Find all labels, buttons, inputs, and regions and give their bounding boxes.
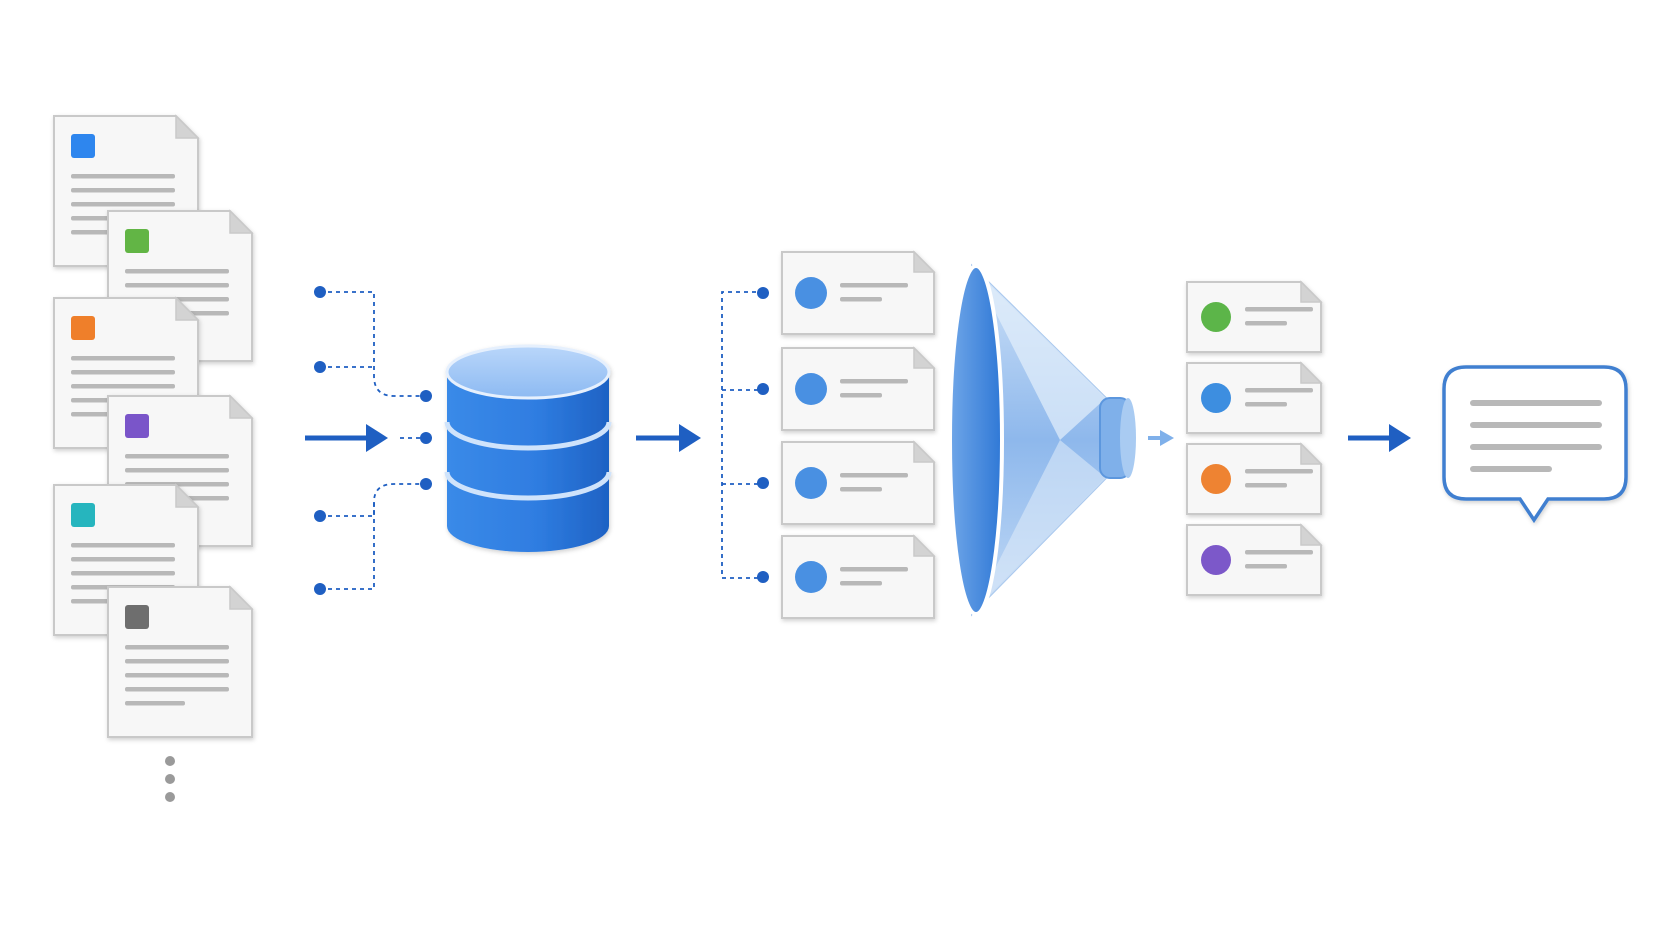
chunk-marker-icon [1201,464,1231,494]
ranked-chunks [1186,280,1323,596]
connector-dot [757,571,769,583]
ranked-chunk [1186,442,1323,515]
document-color-tag-icon [125,414,149,438]
document-color-tag-icon [71,503,95,527]
arrow-to-output-icon [1348,424,1411,452]
retrieval-connectors [721,291,764,579]
document-color-tag-icon [71,316,95,340]
chunk-marker-icon [1201,302,1231,332]
vertical-ellipsis-icon [165,756,175,802]
funnel-icon [948,263,1136,617]
chunk-marker-icon [795,373,827,405]
connector-dot [757,383,769,395]
connector-dot [757,477,769,489]
retrieved-chunk [781,250,936,335]
connector-dot [757,287,769,299]
ingest-connectors [320,291,424,590]
document-color-tag-icon [125,229,149,253]
ranked-chunk [1186,361,1323,434]
retrieved-chunk [781,440,936,525]
arrow-to-retrieval-icon [636,424,701,452]
chunk-marker-icon [795,277,827,309]
source-documents [53,114,254,738]
retrieved-chunk [781,346,936,431]
retrieved-chunk [781,534,936,619]
ranked-chunk [1186,523,1323,596]
chunk-marker-icon [1201,383,1231,413]
retrieved-chunks [757,250,936,619]
arrow-from-funnel-icon [1148,430,1174,446]
source-document [107,585,254,738]
speech-bubble-icon [1442,365,1628,524]
chunk-marker-icon [795,467,827,499]
ranked-chunk [1186,280,1323,353]
ingest-connector-dots [314,286,432,595]
document-color-tag-icon [125,605,149,629]
chunk-marker-icon [795,561,827,593]
chunk-marker-icon [1201,545,1231,575]
arrow-to-ingest-icon [305,424,388,452]
document-color-tag-icon [71,134,95,158]
database-icon [444,344,612,552]
